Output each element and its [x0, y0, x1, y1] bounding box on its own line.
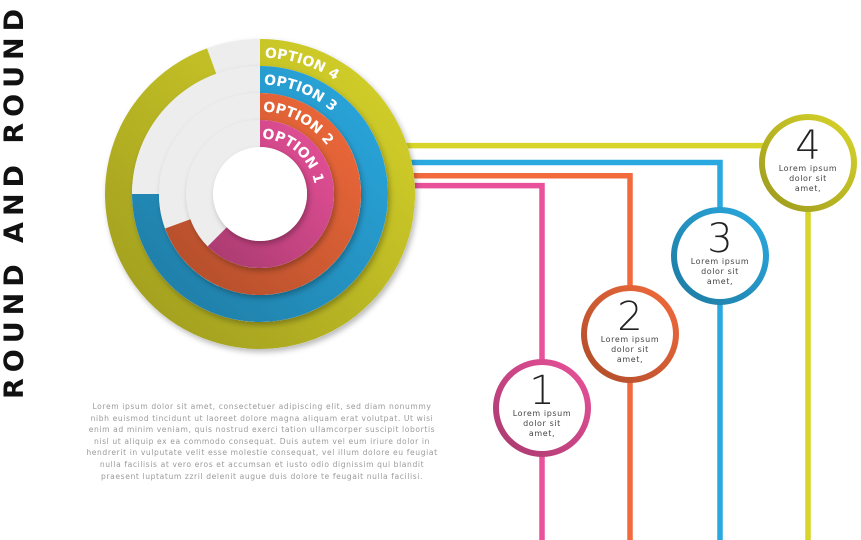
node-caption-line: amet, — [795, 184, 821, 193]
node-caption-line: Lorem ipsum — [513, 409, 572, 418]
node-caption-line: dolor sit — [789, 174, 827, 183]
node-number: 3 — [707, 216, 732, 262]
node-caption-line: Lorem ipsum — [691, 257, 750, 266]
node-circle — [759, 114, 857, 212]
body-paragraph: Lorem ipsum dolor sit amet, consectetuer… — [86, 402, 438, 481]
node-circle — [671, 207, 769, 305]
connector-line-option-3 — [260, 159, 723, 540]
node-caption-line: dolor sit — [611, 345, 649, 354]
node-caption-line: amet, — [529, 429, 555, 438]
ring-center-hole — [213, 147, 307, 241]
node-caption-line: Lorem ipsum — [779, 164, 838, 173]
node-caption-line: dolor sit — [701, 267, 739, 276]
node-number: 4 — [795, 123, 820, 169]
node-caption-line: dolor sit — [523, 419, 561, 428]
node-caption-line: amet, — [707, 277, 733, 286]
node-caption-line: Lorem ipsum — [601, 335, 660, 344]
concentric-ring-chart — [104, 39, 415, 349]
node-circle — [581, 285, 679, 383]
page-title: ROUND AND ROUND — [0, 2, 30, 400]
node-circle — [493, 359, 591, 457]
ring-arc — [207, 120, 335, 268]
node-number: 2 — [617, 294, 642, 340]
node-number: 1 — [529, 368, 554, 414]
node-caption-line: amet, — [617, 355, 643, 364]
